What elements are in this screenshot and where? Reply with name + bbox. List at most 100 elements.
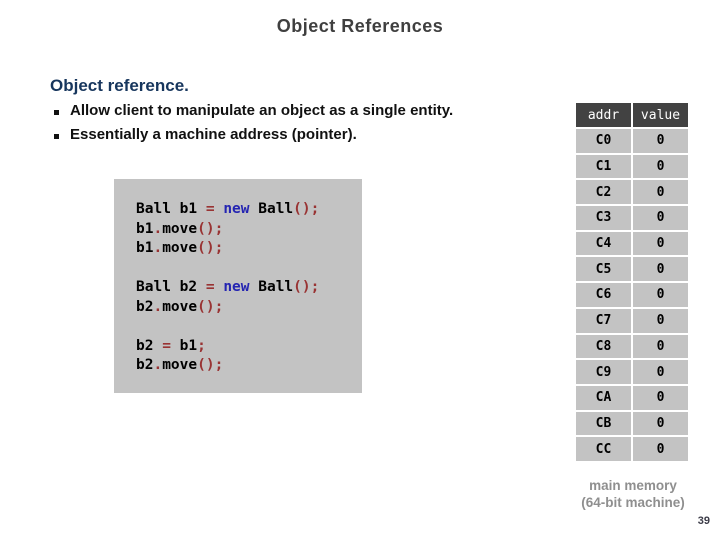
memory-table-header-row: addr value (576, 103, 688, 127)
value-cell: 0 (633, 308, 688, 333)
code-token: (); (197, 298, 224, 315)
code-token: move (162, 220, 198, 237)
code-token: = (205, 201, 215, 217)
code-token: b1 (136, 220, 154, 237)
value-cell: 0 (633, 129, 688, 153)
code-token: (); (293, 201, 320, 217)
code-token: . (153, 357, 163, 373)
memory-caption: main memory (64-bit machine) (544, 477, 720, 511)
value-cell: 0 (633, 283, 688, 307)
value-cell: 0 (633, 180, 688, 205)
code-line (136, 259, 362, 279)
bullet-list: Allow client to manipulate an object as … (54, 102, 453, 150)
addr-cell: C1 (576, 154, 631, 179)
addr-cell: C3 (576, 206, 631, 230)
code-line: b2.move(); (136, 356, 362, 376)
memory-table-head: addr value (576, 103, 688, 127)
value-cell: 0 (633, 257, 688, 282)
addr-cell: CB (576, 411, 631, 436)
bullet-square-icon (54, 134, 59, 139)
bullet-item: Allow client to manipulate an object as … (54, 102, 453, 126)
code-token: (); (197, 220, 224, 237)
code-line: Ball b2 = new Ball(); (136, 278, 362, 298)
value-cell: 0 (633, 334, 688, 359)
code-token: (); (293, 279, 320, 295)
value-cell: 0 (633, 385, 688, 410)
code-line: b1.move(); (136, 220, 362, 240)
section-heading: Object reference. (50, 76, 189, 95)
code-token: (); (197, 357, 224, 373)
code-token: b1 (170, 337, 198, 354)
code-token: b2 (136, 337, 163, 354)
code-token: Ball (249, 279, 294, 295)
code-token: Ball b1 (136, 201, 206, 217)
code-token: move (162, 240, 198, 256)
code-token: Ball (249, 201, 294, 217)
code-line: b2 = b1; (136, 337, 362, 357)
page-number: 39 (697, 515, 710, 527)
addr-cell: C0 (576, 129, 631, 153)
code-token: . (153, 220, 163, 237)
code-line: b2.move(); (136, 298, 362, 318)
addr-cell: C6 (576, 283, 631, 307)
code-token: new (223, 279, 250, 295)
code-token: (); (197, 240, 224, 256)
code-token: Ball b2 (136, 279, 206, 295)
addr-cell: C4 (576, 231, 631, 256)
memory-table-header-value: value (633, 103, 688, 127)
addr-cell: C2 (576, 180, 631, 205)
code-token: b2 (136, 298, 154, 315)
code-token: move (162, 298, 198, 315)
bullet-item: Essentially a machine address (pointer). (54, 126, 453, 150)
code-line: b1.move(); (136, 239, 362, 259)
value-cell: 0 (633, 360, 688, 384)
code-token: = (205, 279, 215, 295)
code-token: b1 (136, 240, 154, 256)
addr-cell: C7 (576, 308, 631, 333)
value-cell: 0 (633, 206, 688, 230)
code-block: Ball b1 = new Ball();b1.move();b1.move()… (114, 179, 362, 393)
bullet-text: Essentially a machine address (pointer). (70, 126, 357, 143)
bullet-text: Allow client to manipulate an object as … (70, 102, 454, 119)
memory-table-header-addr: addr (576, 103, 631, 127)
code-token (215, 279, 224, 295)
code-line: Ball b1 = new Ball(); (136, 200, 362, 220)
caption-line-1: main memory (589, 478, 677, 493)
value-cell: 0 (633, 231, 688, 256)
value-cell: 0 (633, 154, 688, 179)
code-token: move (162, 357, 198, 373)
caption-line-2: (64-bit machine) (581, 495, 685, 510)
code-token: . (153, 240, 163, 256)
addr-cell: C8 (576, 334, 631, 359)
slide-title: Object References (276, 16, 444, 36)
addr-cell: C5 (576, 257, 631, 282)
code-token: . (153, 298, 163, 315)
code-token (215, 201, 224, 217)
code-token: = (162, 337, 171, 354)
code-line (136, 317, 362, 337)
value-cell: 0 (633, 411, 688, 436)
code-token: new (223, 201, 250, 217)
code-token: b2 (136, 357, 154, 373)
code-token: ; (197, 337, 206, 354)
value-cell: 0 (633, 437, 688, 461)
addr-cell: CC (576, 437, 631, 461)
addr-cell: C9 (576, 360, 631, 384)
bullet-square-icon (54, 110, 59, 115)
